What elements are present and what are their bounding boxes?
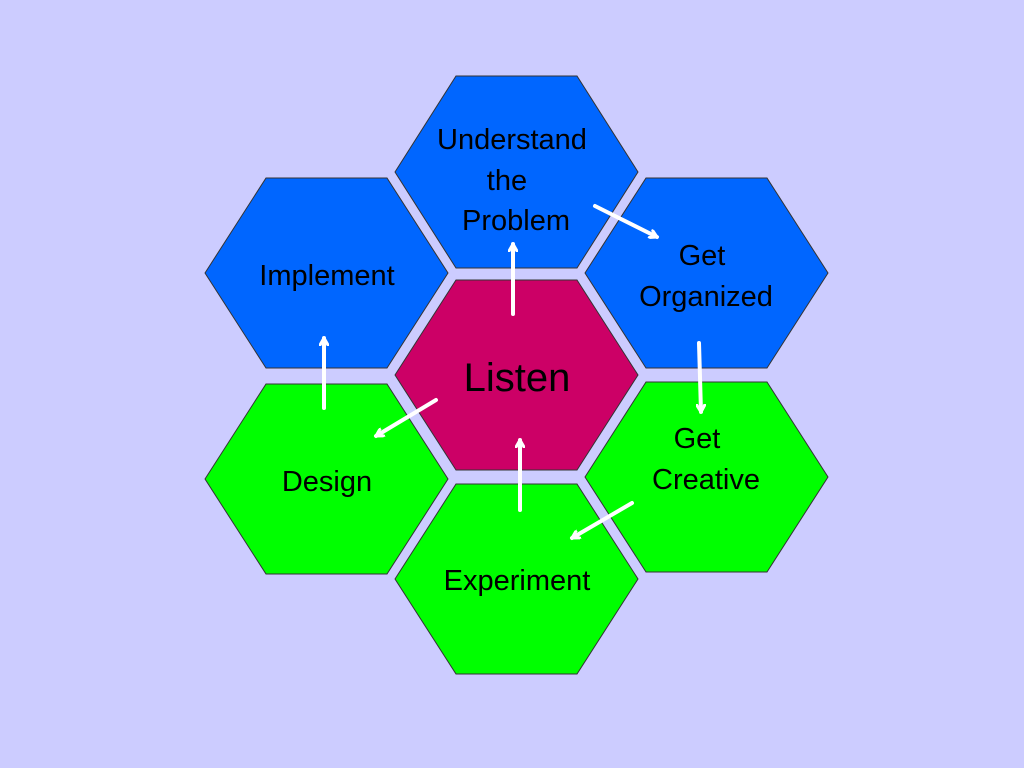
arrow-creative-to-experiment <box>570 501 634 540</box>
hex-listen: Listen <box>394 279 639 471</box>
hex-get-organized: Get Organized <box>584 177 829 369</box>
hex-shape <box>204 177 449 369</box>
svg-text:Understand the: Understand the Problem <box>437 124 595 237</box>
hex-top-line-1: Understand <box>437 124 587 156</box>
arrow-understand-to-organized <box>593 204 659 239</box>
hex-upper-right-line-2: Organized <box>639 281 773 313</box>
hex-bottom-label: Experiment <box>444 565 591 597</box>
hex-top-line-2: the <box>487 165 527 197</box>
hex-shape <box>394 279 639 471</box>
hex-shape <box>584 177 829 369</box>
hex-lower-right-line-2: Creative <box>652 464 760 496</box>
hex-upper-right-line-1: Get <box>679 240 726 272</box>
arrow-listen-to-design <box>374 398 438 438</box>
hex-center-label: Listen <box>464 356 571 400</box>
hex-shape <box>584 381 829 573</box>
hex-top-line-3: Problem <box>462 205 570 237</box>
hex-shape <box>394 75 639 269</box>
hex-understand-the-problem: Understand the Problem <box>394 75 639 269</box>
hex-experiment: Experiment <box>394 483 639 675</box>
hex-get-creative: Get Creative <box>584 381 829 573</box>
svg-text:Get Creative: Get Creative <box>652 423 760 496</box>
hex-lower-right-line-1: Get <box>674 423 721 455</box>
hex-lower-left-label: Design <box>282 466 372 498</box>
hex-upper-left-label: Implement <box>259 260 394 292</box>
svg-text:Get Organized: Get Organized <box>639 240 773 313</box>
arrow-organized-to-creative <box>699 341 701 414</box>
hex-implement: Implement <box>204 177 449 369</box>
